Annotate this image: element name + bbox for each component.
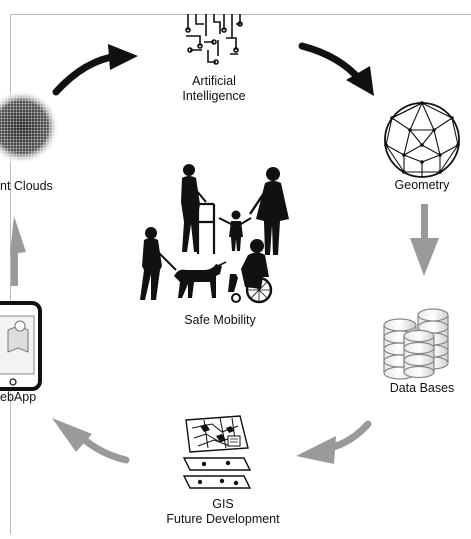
ai-label-line1: Artificial	[192, 74, 236, 88]
node-geometry-label: Geometry	[394, 178, 450, 192]
arrow-geometry-to-databases	[410, 204, 439, 276]
point-cloud-icon	[0, 90, 59, 164]
node-pointclouds-label: nt Clouds	[0, 179, 53, 193]
ai-chip-icon	[185, 14, 243, 65]
pedestrians-mobility-icon	[140, 164, 289, 304]
arrow-ai-to-geometry	[298, 42, 374, 96]
center-label: Safe Mobility	[184, 313, 256, 327]
node-databases-label: Data Bases	[389, 381, 455, 395]
node-gis-label: GIS Future Development	[148, 497, 298, 527]
node-webapp-label: ebApp	[0, 390, 37, 404]
arrow-pointclouds-to-ai	[52, 44, 138, 96]
arrow-databases-to-gis	[296, 420, 372, 464]
ai-label-line2: Intelligence	[182, 89, 246, 103]
node-ai-label: Artificial Intelligence	[170, 74, 258, 104]
arrow-webapp-to-pointclouds	[10, 216, 26, 286]
smartphone-icon	[0, 301, 42, 391]
gis-label-line2: Future Development	[166, 512, 280, 526]
database-stack-icon	[383, 308, 449, 380]
gis-label-line1: GIS	[212, 497, 234, 511]
arrow-gis-to-webapp	[52, 418, 130, 464]
gis-layers-icon	[182, 415, 252, 489]
frame-border-left	[10, 14, 11, 534]
geodesic-sphere-icon	[384, 101, 460, 178]
